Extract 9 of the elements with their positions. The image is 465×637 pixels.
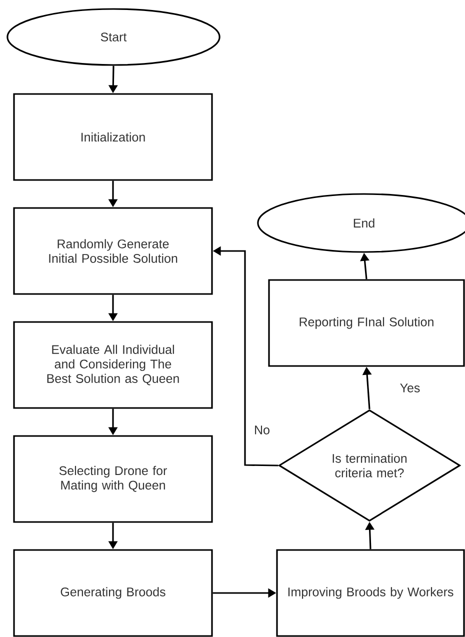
edge-label: No: [253, 424, 271, 436]
process-box: Selecting Drone for Mating with Queen: [13, 435, 213, 523]
process-box: Initialization: [13, 93, 213, 181]
process-box: Improving Broods by Workers: [276, 549, 465, 637]
process-box: Reporting FInal Solution: [268, 279, 465, 367]
edge-label: Yes: [398, 382, 422, 394]
process-box: Generating Broods: [13, 549, 213, 637]
process-box: Evaluate All Individual and Considering The Best Solution as Queen: [13, 321, 213, 409]
process-box: Randomly Generate Initial Possible Solution: [13, 207, 213, 295]
